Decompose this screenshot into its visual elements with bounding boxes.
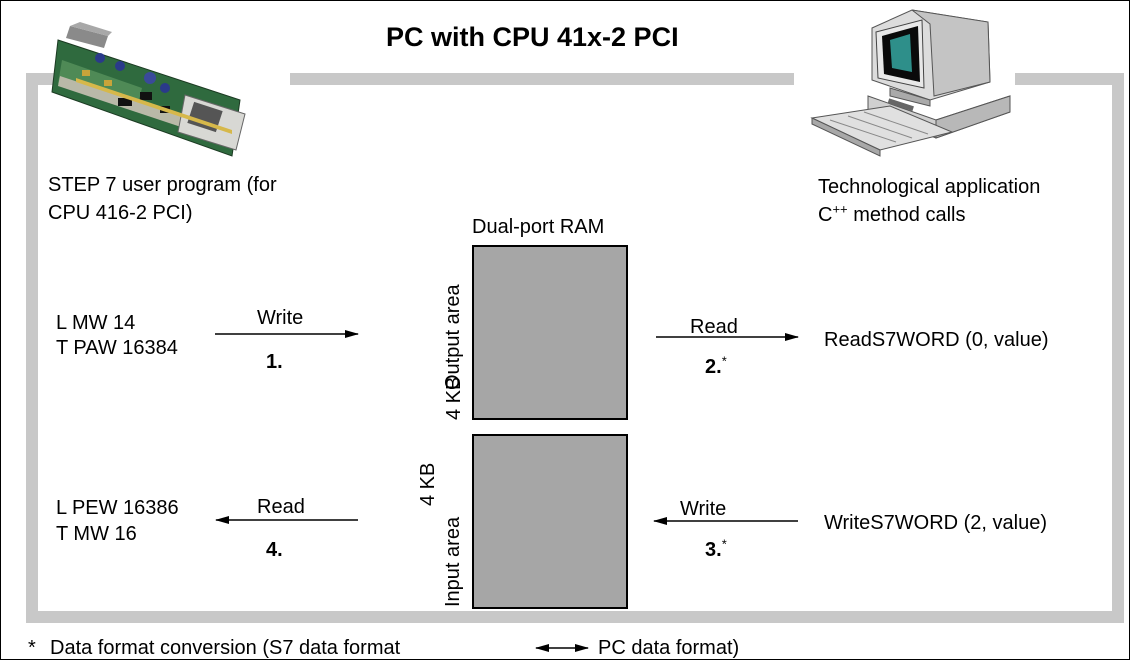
cpp-suffix: method calls — [847, 204, 966, 226]
arrow-3-mark: * — [721, 536, 727, 552]
arrow-4-step: 4. — [266, 539, 283, 561]
arrow-3-step: 3. — [705, 539, 722, 561]
arrow-1-step: 1. — [266, 351, 283, 373]
right-code-2: WriteS7WORD (2, value) — [824, 512, 1048, 534]
ram-label: Dual-port RAM — [472, 216, 605, 238]
pc-computer-image — [810, 9, 1011, 157]
arrow-2-label: Read — [690, 316, 738, 338]
inner-frame-top-middle — [290, 73, 794, 85]
arrow-2-mark: * — [721, 353, 727, 369]
footnote-mark: * — [28, 637, 36, 659]
ram-input-area-label: Input area — [442, 516, 464, 607]
right-caption-line2: C++ method calls — [818, 201, 966, 227]
ram-input-box — [472, 434, 628, 609]
inner-frame — [26, 73, 1124, 623]
right-caption-line1: Technological application — [818, 176, 1041, 198]
right-code-1: ReadS7WORD (0, value) — [824, 329, 1049, 351]
footnote-text-end: PC data format) — [598, 637, 740, 659]
arrow-3-label: Write — [680, 498, 727, 520]
pci-card-image — [51, 22, 246, 157]
left-code-2-line2: T MW 16 — [56, 523, 137, 545]
inner-frame-right — [1112, 73, 1124, 623]
left-caption-line1: STEP 7 user program (for — [48, 174, 277, 196]
inner-frame-top-right — [1015, 73, 1124, 85]
ram-input-size: 4 KB — [417, 462, 439, 506]
left-code-1-line2: T PAW 16384 — [56, 337, 178, 359]
footnote-text: Data format conversion (S7 data format — [50, 637, 401, 659]
arrow-4-label: Read — [257, 496, 305, 518]
page-title: PC with CPU 41x-2 PCI — [386, 22, 679, 52]
ram-output-box — [472, 245, 628, 420]
inner-frame-top-left — [26, 73, 58, 85]
inner-frame-bottom — [26, 611, 1124, 623]
inner-frame-left — [26, 73, 38, 623]
arrow-3-step-wrap: 3.* — [705, 536, 727, 562]
ram-output-area-label: Output area — [442, 284, 464, 390]
left-caption-line2: CPU 416-2 PCI) — [48, 202, 193, 224]
left-code-2-line1: L PEW 16386 — [56, 497, 179, 519]
arrow-1-label: Write — [257, 307, 304, 329]
arrow-2-step: 2. — [705, 356, 722, 378]
left-code-1-line1: L MW 14 — [56, 312, 136, 334]
cpp-superscript: ++ — [832, 201, 848, 217]
arrow-2-step-wrap: 2.* — [705, 353, 727, 379]
cpp-prefix: C — [818, 204, 833, 226]
